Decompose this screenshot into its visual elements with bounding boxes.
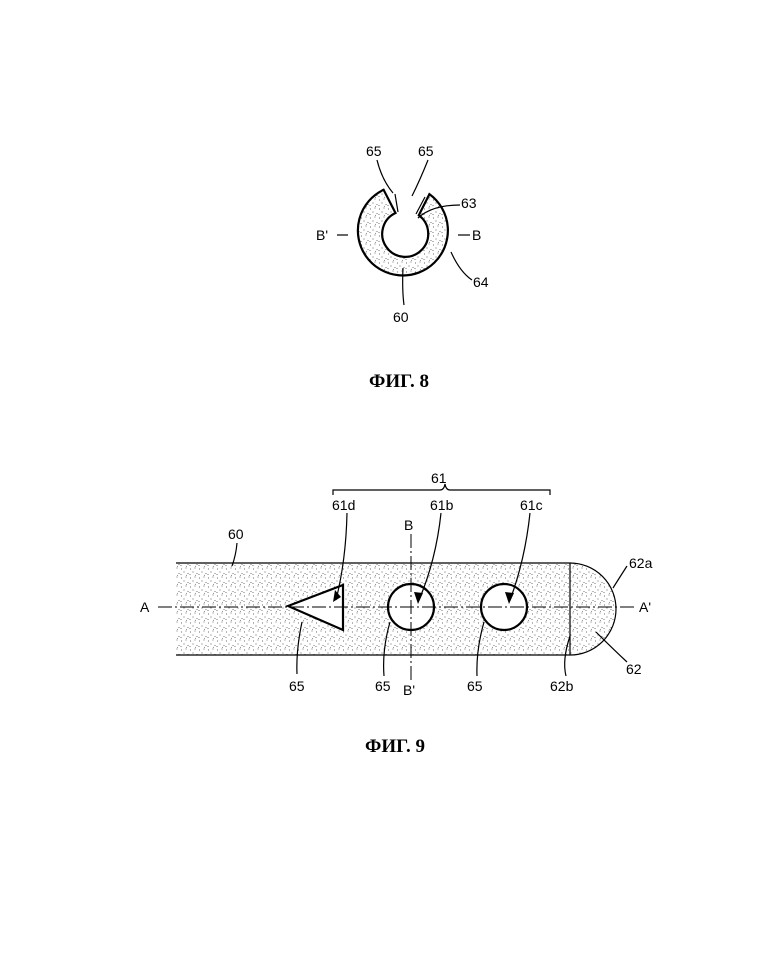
label-60: 60 — [228, 526, 244, 542]
label-a: A — [140, 599, 150, 615]
label-b-top: B — [404, 517, 413, 533]
figure-9-caption: ФИГ. 9 — [365, 736, 425, 757]
label-b-prime: B' — [316, 227, 328, 243]
label-65-triangle: 65 — [289, 678, 305, 694]
slit-edge-left — [395, 194, 398, 212]
label-65-right: 65 — [418, 143, 434, 159]
leader-65-right — [412, 160, 428, 196]
leader-64 — [451, 252, 472, 280]
leader-62a — [613, 566, 627, 588]
ring-cross-section — [358, 190, 448, 276]
leader-65-left — [377, 160, 393, 193]
label-65-circle-b: 65 — [375, 678, 391, 694]
label-b: B — [472, 227, 481, 243]
label-60: 60 — [393, 309, 409, 325]
label-62b: 62b — [550, 678, 574, 694]
label-61d: 61d — [332, 497, 355, 513]
label-a-prime: A' — [639, 599, 651, 615]
label-61b: 61b — [430, 497, 454, 513]
label-64: 64 — [473, 274, 489, 290]
label-63: 63 — [461, 195, 477, 211]
figure-8-caption: ФИГ. 8 — [369, 371, 429, 392]
label-61: 61 — [431, 470, 447, 486]
figure-8: 65 65 63 B' B 64 60 ФИГ. 8 — [316, 143, 489, 392]
label-62a: 62a — [629, 555, 653, 571]
label-b-bottom: B' — [403, 682, 415, 698]
figure-9: 61 61d 61b 61c B 60 A A' 62a 62 62b 65 6… — [140, 470, 653, 757]
leader-62 — [596, 632, 627, 662]
label-65-left: 65 — [366, 143, 382, 159]
label-61c: 61c — [520, 497, 543, 513]
label-65-circle-c: 65 — [467, 678, 483, 694]
label-62: 62 — [626, 661, 642, 677]
